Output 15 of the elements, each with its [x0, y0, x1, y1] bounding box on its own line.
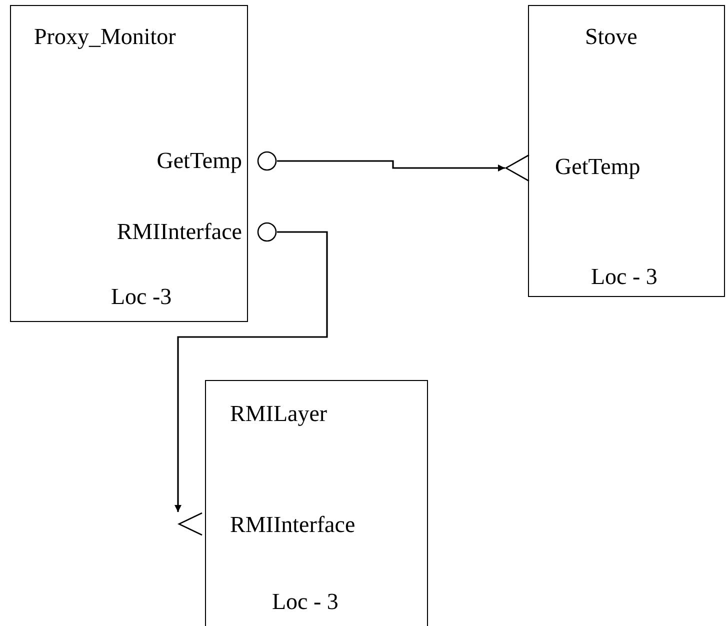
interface-name: GetTemp: [156, 148, 242, 174]
connector-arrow: [277, 160, 505, 172]
connector-arrow: [174, 231, 328, 512]
location-label: Loc - 3: [591, 264, 658, 290]
location-label: Loc - 3: [272, 589, 338, 614]
component-box: [205, 380, 428, 626]
location-label: Loc -3: [111, 284, 172, 310]
component-box: [10, 5, 248, 322]
interface-name: RMIInterface: [116, 219, 242, 244]
component-name: RMILayer: [230, 401, 328, 426]
component-box: [528, 5, 725, 297]
interface-name: RMIInterface: [230, 512, 356, 538]
component-name: Proxy_Monitor: [34, 24, 176, 50]
component-name: Stove: [585, 24, 638, 50]
interface-name: GetTemp: [555, 154, 640, 180]
